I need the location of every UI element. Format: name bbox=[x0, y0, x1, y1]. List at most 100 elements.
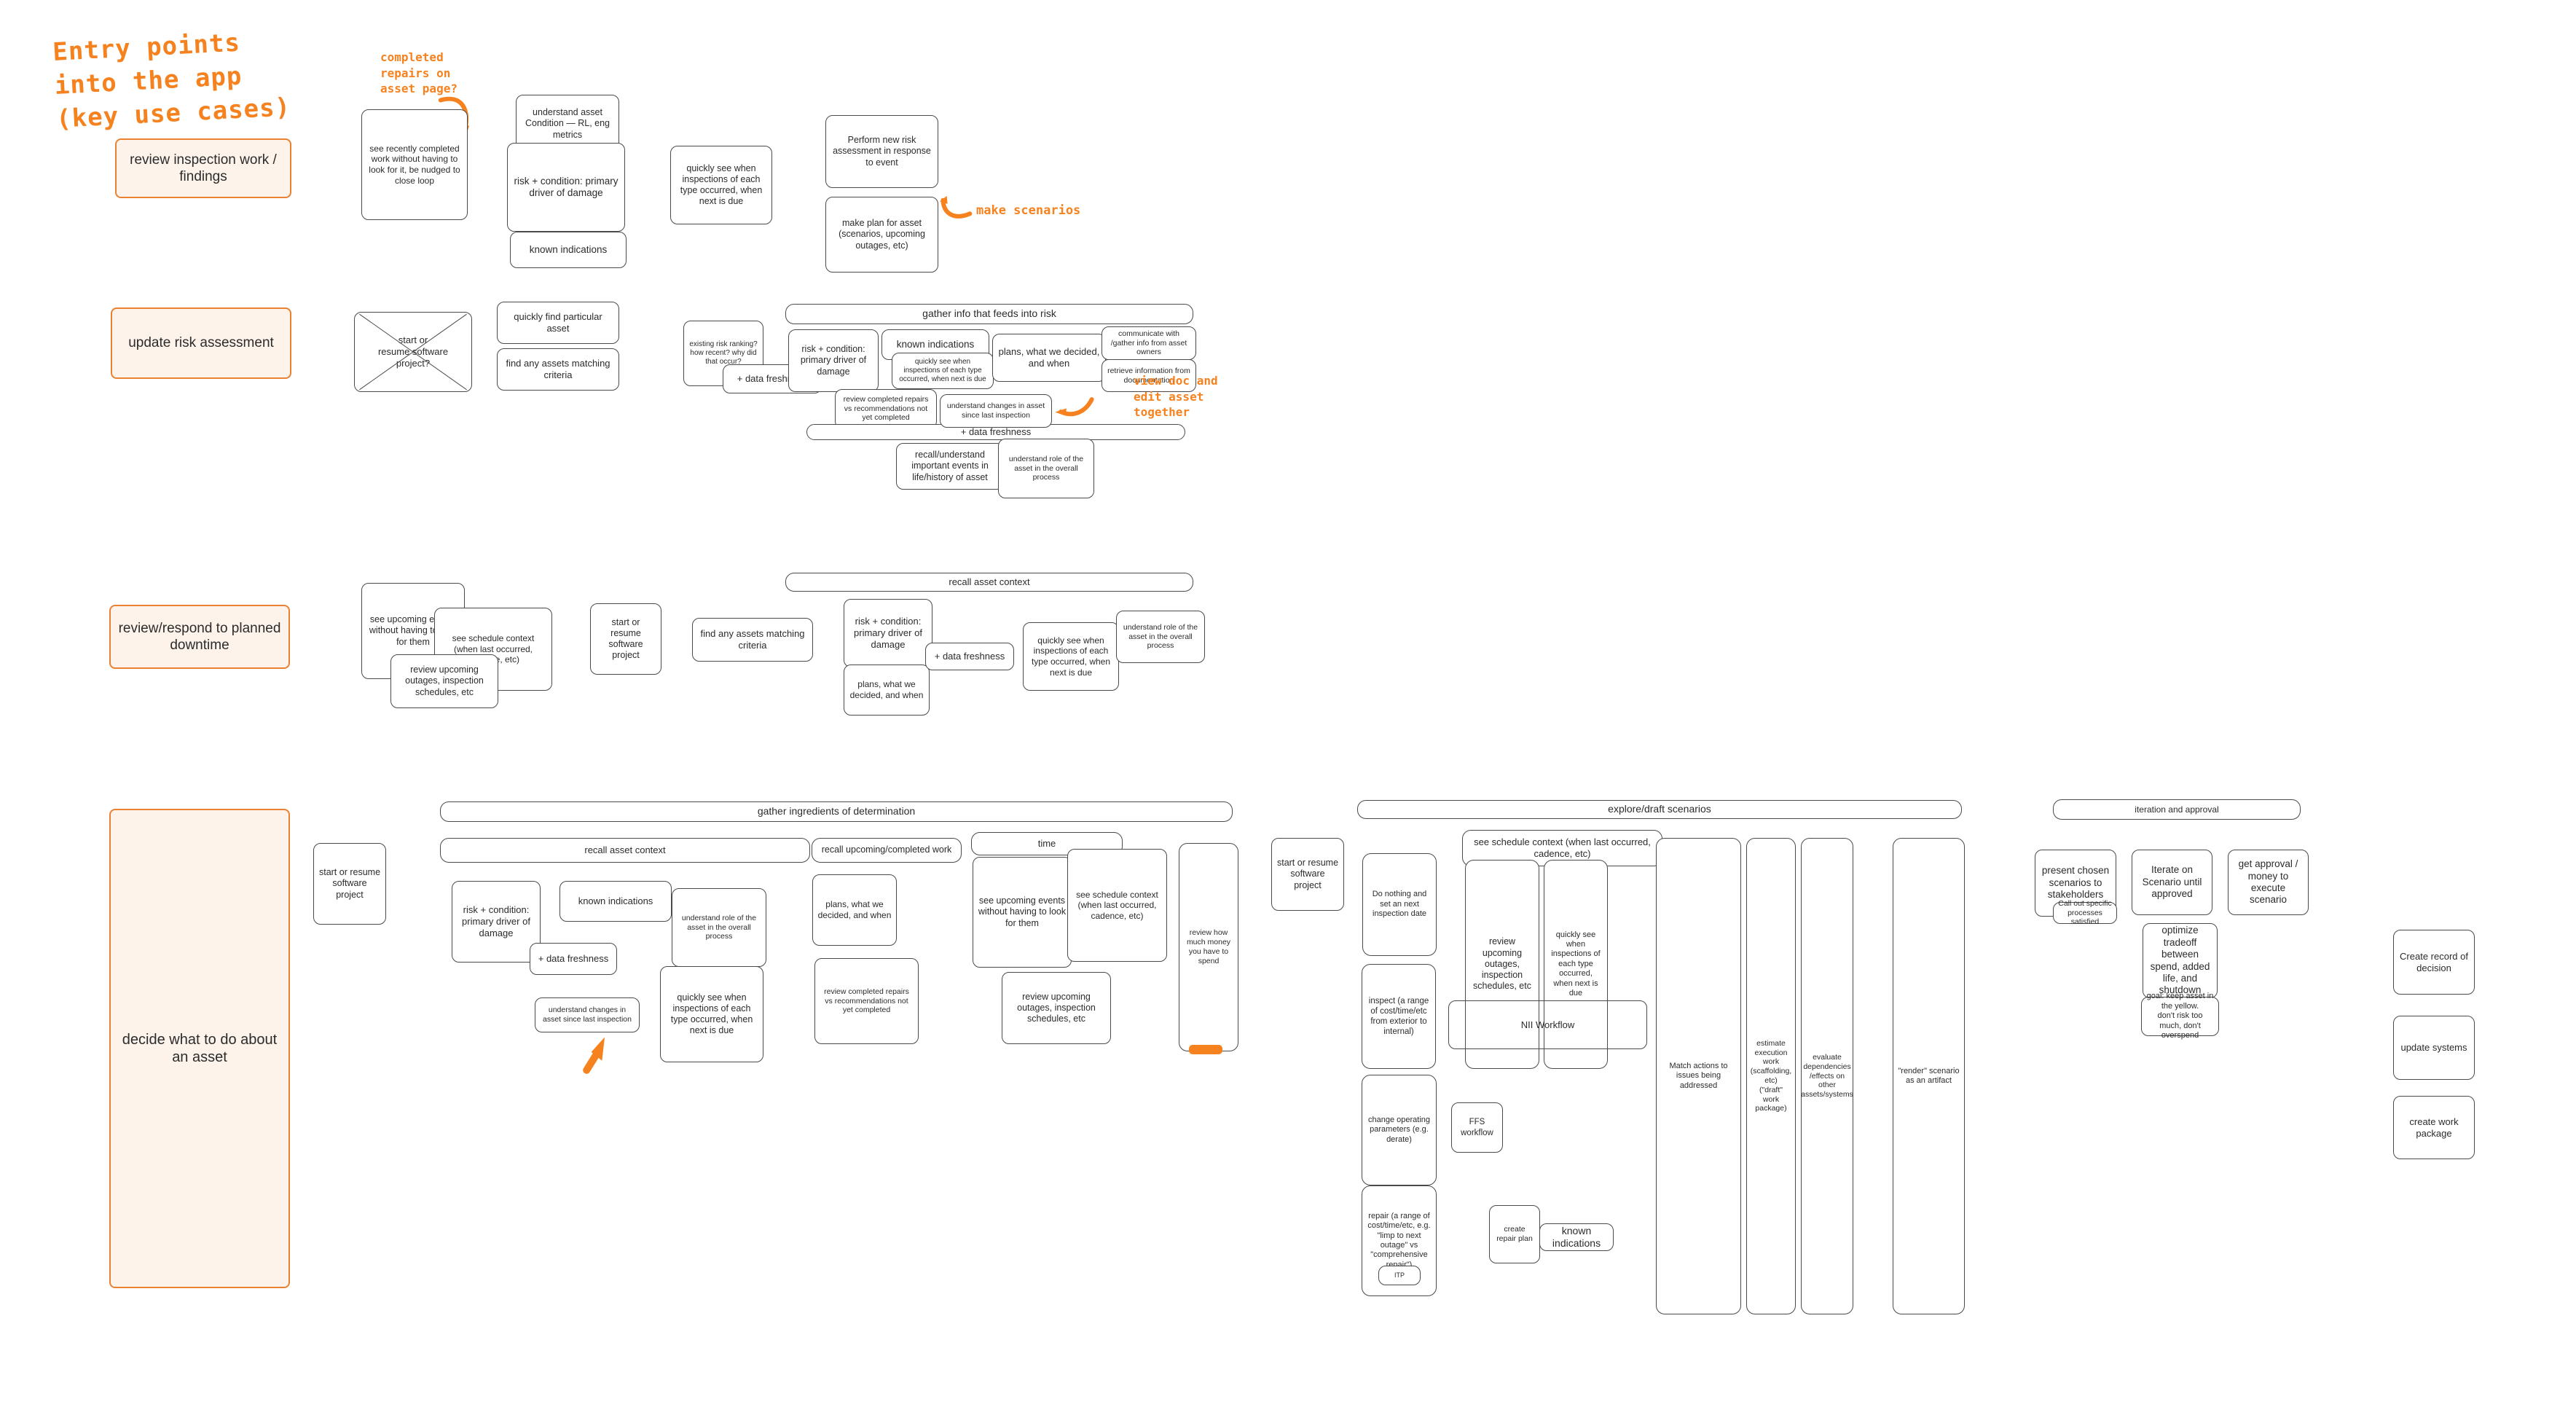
box-perform-new-risk[interactable]: Perform new risk assessment in response … bbox=[825, 115, 938, 188]
box-do-nothing[interactable]: Do nothing and set an next inspection da… bbox=[1362, 853, 1437, 956]
use-case-planned-downtime[interactable]: review/respond to planned downtime bbox=[109, 605, 290, 669]
arrow-view-doc bbox=[1053, 396, 1094, 421]
box-see-recently-completed[interactable]: see recently completed work without havi… bbox=[361, 109, 468, 220]
box-see-upcoming-4[interactable]: see upcoming events without having to lo… bbox=[973, 857, 1072, 968]
box-make-plan-for-asset[interactable]: make plan for asset (scenarios, upcoming… bbox=[825, 197, 938, 273]
box-quickly-find-asset-text: quickly find particular asset bbox=[514, 311, 602, 334]
box-start-resume-4[interactable]: start or resume software project bbox=[313, 843, 386, 925]
box-review-completed-4[interactable]: review completed repairs vs recommendati… bbox=[814, 958, 919, 1044]
box-understand-changes-2[interactable]: understand changes in asset since last i… bbox=[940, 394, 1052, 428]
box-known-indications-5[interactable]: known indications bbox=[1539, 1223, 1614, 1251]
box-optimize-tradeoff[interactable]: optimize tradeoff between spend, added l… bbox=[2143, 923, 2218, 998]
col-quickly-see-5[interactable]: quickly see when inspections of each typ… bbox=[1544, 860, 1608, 1069]
box-update-systems[interactable]: update systems bbox=[2393, 1016, 2475, 1080]
box-understand-role-4[interactable]: understand role of the asset in the over… bbox=[672, 888, 766, 967]
bar-gather-info-risk[interactable]: gather info that feeds into risk bbox=[785, 304, 1193, 324]
box-create-record-text: Create record of decision bbox=[2400, 950, 2468, 973]
box-get-approval[interactable]: get approval / money to execute scenario bbox=[2228, 850, 2309, 915]
box-review-completed-2-text: review completed repairs vs recommendati… bbox=[843, 394, 929, 423]
box-ffs-workflow-text: FFS workflow bbox=[1461, 1118, 1493, 1137]
box-inspect-range[interactable]: inspect (a range of cost/time/etc from e… bbox=[1362, 964, 1436, 1069]
bar-gather-ingredients-text: gather ingredients of determination bbox=[757, 805, 916, 818]
box-data-freshness-4[interactable]: + data freshness bbox=[530, 943, 617, 975]
box-known-indications-5-text: known indications bbox=[1552, 1224, 1601, 1249]
box-find-assets-3[interactable]: find any assets matching criteria bbox=[692, 618, 813, 662]
box-plans-decided-4[interactable]: plans, what we decided, and when bbox=[812, 874, 897, 946]
box-quickly-see-2[interactable]: quickly see when inspections of each typ… bbox=[892, 353, 994, 389]
box-create-record[interactable]: Create record of decision bbox=[2393, 930, 2475, 995]
box-create-work-package[interactable]: create work package bbox=[2393, 1096, 2475, 1159]
box-known-indications-4[interactable]: known indications bbox=[559, 881, 672, 922]
box-goal-keep-yellow[interactable]: goal: keep asset in the yellow. don't ri… bbox=[2141, 992, 2219, 1040]
box-itp[interactable]: ITP bbox=[1378, 1266, 1421, 1285]
box-risk-condition-1[interactable]: risk + condition: primary driver of dama… bbox=[507, 143, 625, 232]
box-call-out-processes[interactable]: Call out specific processes satisfied bbox=[2053, 898, 2117, 927]
box-plans-decided-3[interactable]: plans, what we decided, and when bbox=[844, 665, 930, 716]
box-schedule-context-4[interactable]: see schedule context (when last occurred… bbox=[1067, 849, 1167, 962]
box-start-resume-4-text: start or resume software project bbox=[318, 867, 381, 900]
box-quickly-see-1[interactable]: quickly see when inspections of each typ… bbox=[670, 146, 772, 224]
col-render-scenario[interactable]: "render" scenario as an artifact bbox=[1893, 838, 1965, 1314]
box-known-indications-1-text: known indications bbox=[529, 243, 608, 255]
use-case-decide-asset[interactable]: decide what to do about an asset bbox=[109, 809, 290, 1288]
note-completed-repairs[interactable]: completed repairs on asset page? bbox=[380, 50, 497, 102]
box-communicate-owners[interactable]: communicate with /gather info from asset… bbox=[1102, 326, 1196, 360]
board-title[interactable]: Entry points into the app (key use cases… bbox=[52, 22, 334, 146]
box-understand-asset-condition[interactable]: understand asset Condition — RL, eng met… bbox=[516, 95, 619, 153]
box-recall-important-events[interactable]: recall/understand important events in li… bbox=[896, 443, 1004, 490]
box-retrieve-documentation[interactable]: retrieve information from documentation bbox=[1102, 359, 1196, 392]
box-change-parameters[interactable]: change operating parameters (e.g. derate… bbox=[1362, 1075, 1437, 1185]
col-quickly-see-5-text: quickly see when inspections of each typ… bbox=[1551, 930, 1601, 998]
box-risk-condition-1-text: risk + condition: primary driver of dama… bbox=[514, 175, 619, 198]
box-quickly-find-asset[interactable]: quickly find particular asset bbox=[497, 302, 619, 344]
box-known-indications-1[interactable]: known indications bbox=[510, 232, 627, 268]
col-evaluate-dependencies[interactable]: evaluate dependencies /effects on other … bbox=[1801, 838, 1853, 1314]
box-create-repair-plan[interactable]: create repair plan bbox=[1489, 1205, 1540, 1263]
note-view-doc[interactable]: view doc and edit asset together bbox=[1134, 373, 1228, 419]
box-find-assets-2[interactable]: find any assets matching criteria bbox=[497, 348, 619, 391]
col-match-actions-text: Match actions to issues being addressed bbox=[1669, 1061, 1728, 1090]
col-review-upcoming-5[interactable]: review upcoming outages, inspection sche… bbox=[1465, 860, 1539, 1069]
box-understand-changes-4[interactable]: understand changes in asset since last i… bbox=[535, 997, 640, 1032]
note-make-scenarios[interactable]: make scenarios bbox=[976, 203, 1100, 222]
box-start-resume-crossed[interactable]: start or resume software project? bbox=[354, 312, 472, 392]
box-see-upcoming-4-text: see upcoming events without having to lo… bbox=[978, 895, 1067, 928]
bar-recall-context-4[interactable]: recall asset context bbox=[440, 838, 810, 863]
box-review-upcoming-4[interactable]: review upcoming outages, inspection sche… bbox=[1002, 972, 1111, 1044]
box-review-completed-2[interactable]: review completed repairs vs recommendati… bbox=[835, 389, 937, 428]
bar-gather-info-risk-text: gather info that feeds into risk bbox=[922, 307, 1056, 320]
bar-recall-upcoming-work[interactable]: recall upcoming/completed work bbox=[812, 838, 962, 863]
box-review-upcoming-4-text: review upcoming outages, inspection sche… bbox=[1017, 991, 1096, 1024]
bar-explore-scenarios-text: explore/draft scenarios bbox=[1608, 803, 1711, 815]
box-ffs-workflow[interactable]: FFS workflow bbox=[1451, 1102, 1503, 1153]
use-case-planned-downtime-text: review/respond to planned downtime bbox=[118, 620, 281, 653]
use-case-update-risk[interactable]: update risk assessment bbox=[111, 307, 291, 379]
col-estimate-execution[interactable]: estimate execution work (scaffolding, et… bbox=[1746, 838, 1796, 1314]
bar-explore-scenarios[interactable]: explore/draft scenarios bbox=[1357, 800, 1962, 819]
box-plans-decided-2[interactable]: plans, what we decided, and when bbox=[992, 334, 1106, 382]
box-risk-condition-2[interactable]: risk + condition: primary driver of dama… bbox=[788, 329, 879, 392]
box-quickly-see-3[interactable]: quickly see when inspections of each typ… bbox=[1023, 622, 1119, 691]
box-quickly-see-4[interactable]: quickly see when inspections of each typ… bbox=[660, 966, 763, 1062]
col-match-actions[interactable]: Match actions to issues being addressed bbox=[1656, 838, 1741, 1314]
bar-recall-upcoming-work-text: recall upcoming/completed work bbox=[821, 844, 952, 855]
box-review-upcoming-3[interactable]: review upcoming outages, inspection sche… bbox=[390, 654, 498, 708]
box-start-resume-3[interactable]: start or resume software project bbox=[590, 603, 661, 675]
box-quickly-see-3-text: quickly see when inspections of each typ… bbox=[1031, 635, 1111, 678]
use-case-review-inspection[interactable]: review inspection work / findings bbox=[115, 138, 291, 198]
box-risk-condition-3[interactable]: risk + condition: primary driver of dama… bbox=[844, 599, 932, 667]
box-nii-workflow[interactable]: NII Workflow bbox=[1448, 1000, 1647, 1049]
box-start-resume-5[interactable]: start or resume software project bbox=[1271, 838, 1344, 911]
box-risk-condition-4[interactable]: risk + condition: primary driver of dama… bbox=[452, 881, 541, 963]
bar-iteration-approval[interactable]: iteration and approval bbox=[2053, 799, 2301, 820]
box-understand-role-3[interactable]: understand role of the asset in the over… bbox=[1116, 611, 1205, 663]
bar-recall-context-3[interactable]: recall asset context bbox=[785, 573, 1193, 592]
box-start-resume-3-text: start or resume software project bbox=[608, 616, 643, 661]
box-itp-text: ITP bbox=[1394, 1271, 1405, 1279]
box-iterate-scenario[interactable]: Iterate on Scenario until approved bbox=[2132, 850, 2212, 915]
box-review-money[interactable]: review how much money you have to spend bbox=[1179, 843, 1238, 1051]
bar-gather-ingredients[interactable]: gather ingredients of determination bbox=[440, 801, 1233, 822]
box-understand-role-2[interactable]: understand role of the asset in the over… bbox=[998, 439, 1094, 498]
box-call-out-processes-text: Call out specific processes satisfied bbox=[2058, 898, 2112, 927]
box-data-freshness-3[interactable]: + data freshness bbox=[925, 643, 1014, 670]
